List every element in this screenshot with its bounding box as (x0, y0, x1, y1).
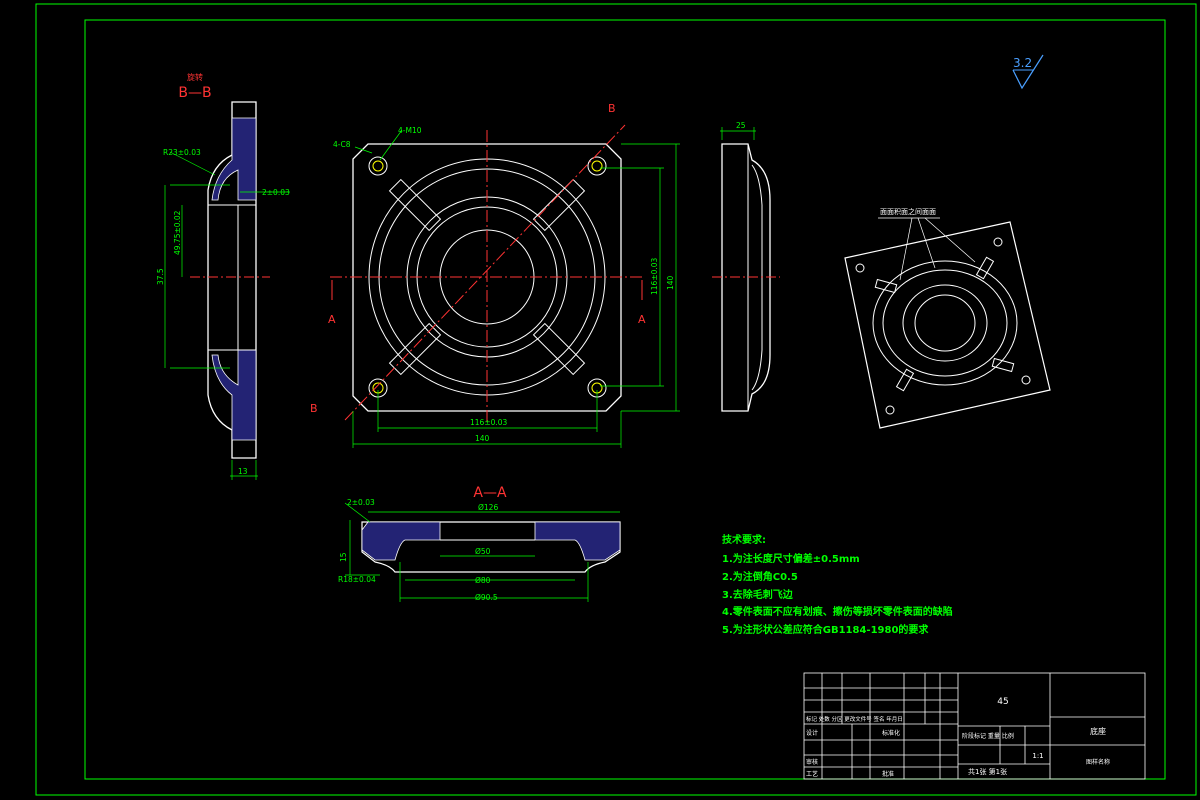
iso-note: 面面积面之间面面 (880, 207, 936, 216)
front-dim-4m10: 4-M10 (398, 126, 422, 135)
front-mark-b-bottom: B (310, 402, 318, 415)
tech-item-1: 1.为注长度尺寸偏差±0.5mm (722, 552, 860, 565)
tb-part-name: 底座 (1090, 726, 1106, 736)
tb-check: 审核 (806, 758, 818, 766)
tech-item-5: 5.为注形状公差应符合GB1184-1980的要求 (722, 623, 929, 636)
bb-dim-375: 37.5 (156, 268, 165, 285)
front-dim-4c8: 4-C8 (333, 140, 351, 149)
tb-stage: 阶段标记 重量 比例 (962, 732, 1014, 740)
outer-border (35, 3, 1197, 796)
tb-material: 45 (997, 697, 1008, 707)
side-view: 25 (712, 121, 780, 412)
tech-item-3: 3.去除毛刺飞边 (722, 588, 794, 601)
front-dim-116v: 116±0.03 (650, 257, 659, 295)
front-dim-116h: 116±0.03 (470, 418, 508, 427)
tech-item-2: 2.为注倒角C0.5 (722, 570, 798, 583)
tb-process: 工艺 (806, 770, 818, 778)
title-block (803, 672, 1146, 780)
tb-mark-row: 标记 处数 分区 更改文件号 签名 年月日 (806, 715, 903, 723)
inner-border (84, 19, 1166, 780)
aa-dim-15: 15 (339, 552, 348, 562)
title-block-text: 45 底座 1:1 阶段标记 重量 比例 共1张 第1张 图样名称 标记 处数 … (806, 697, 1110, 778)
aa-dim-80: Ø80 (475, 576, 491, 585)
aa-dim-2: 2±0.03 (347, 498, 375, 507)
front-mark-b-top: B (608, 102, 616, 115)
section-aa-label: A—A (473, 485, 507, 501)
front-view: A A B B 4-C8 4-M10 116±0.03 140 116±0.03… (310, 102, 680, 448)
aa-dim-50: Ø50 (475, 547, 491, 556)
iso-view: 面面积面之间面面 (844, 207, 1051, 429)
roughness-value: 3.2 (1013, 56, 1032, 70)
section-bb-tag: 旋转 (187, 72, 203, 82)
section-bb-view: 旋转 B—B R23±0.03 2±0.03 49.75±0.02 37.5 1… (156, 72, 290, 480)
front-dim-140v: 140 (666, 275, 675, 290)
front-dim-140h: 140 (475, 434, 490, 443)
tb-sheet: 共1张 第1张 (968, 767, 1007, 776)
aa-dim-r18: R18±0.04 (338, 575, 376, 584)
tech-item-4: 4.零件表面不应有划痕、擦伤等损坏零件表面的缺陷 (722, 605, 953, 618)
roughness-symbol: 3.2 (1012, 54, 1044, 90)
bb-dim-2: 2±0.03 (262, 188, 290, 197)
bb-dim-13: 13 (238, 467, 248, 476)
aa-dim-126: Ø126 (478, 503, 498, 512)
aa-dim-905: Ø90.5 (475, 593, 498, 602)
tb-scale: 1:1 (1032, 752, 1043, 760)
tech-requirements: 技术要求: 1.为注长度尺寸偏差±0.5mm 2.为注倒角C0.5 3.去除毛刺… (722, 533, 953, 636)
front-mark-a-right: A (638, 313, 646, 326)
tb-std: 标准化 (882, 729, 900, 737)
bb-dim-4975: 49.75±0.02 (173, 210, 182, 255)
section-aa-view: A—A 2±0.03 Ø126 Ø50 Ø80 Ø90.5 R18±0.04 1… (338, 485, 621, 602)
section-bb-label: B—B (178, 85, 211, 101)
bb-dim-r23: R23±0.03 (163, 148, 201, 157)
front-mark-a-left: A (328, 313, 336, 326)
tb-approve: 批准 (882, 770, 894, 778)
tb-design: 设计 (806, 729, 818, 737)
tech-title: 技术要求: (722, 533, 766, 546)
tb-org: 图样名称 (1086, 758, 1110, 766)
side-dim-25: 25 (736, 121, 746, 130)
